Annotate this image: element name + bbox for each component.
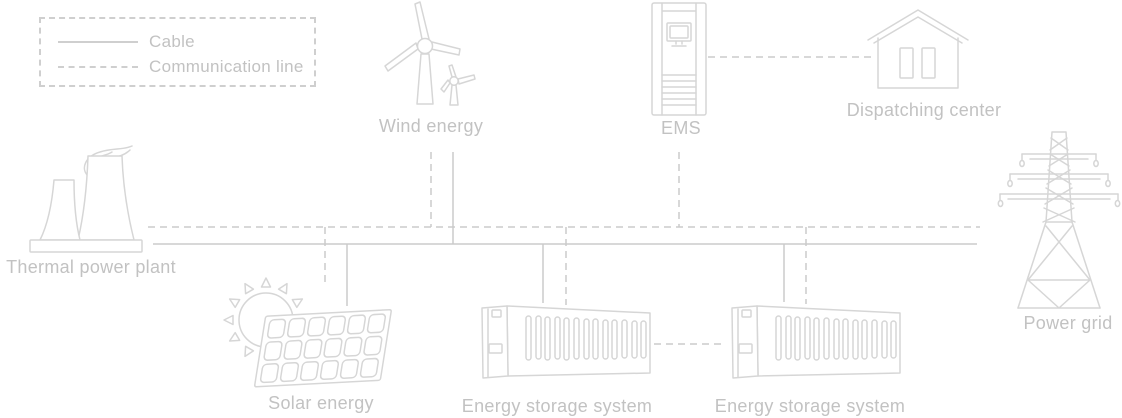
cable-legend-label: Cable bbox=[149, 31, 195, 51]
legend-row-cable: Cable bbox=[41, 29, 314, 54]
energy-storage-system-2-label: Energy storage system bbox=[714, 396, 906, 416]
power-grid-icon bbox=[997, 131, 1121, 309]
wind-energy-icon bbox=[384, 1, 476, 106]
cable-line-sample bbox=[58, 40, 138, 43]
connection-lines bbox=[148, 56, 980, 345]
wind-energy-label: Wind energy bbox=[378, 116, 484, 136]
solar-energy-label: Solar energy bbox=[268, 393, 374, 413]
dispatching-center-icon bbox=[867, 9, 969, 89]
power-grid-label: Power grid bbox=[1023, 313, 1113, 333]
thermal-power-plant-icon bbox=[29, 145, 143, 253]
ems-label: EMS bbox=[661, 118, 701, 138]
energy-storage-system-1-icon bbox=[481, 305, 651, 379]
energy-storage-system-2-icon bbox=[731, 305, 901, 379]
communication-legend-label: Communication line bbox=[149, 56, 304, 76]
communication-line-sample bbox=[58, 65, 138, 68]
legend-box: Cable Communication line bbox=[39, 17, 316, 87]
ems-icon bbox=[651, 2, 707, 116]
solar-panel-icon bbox=[253, 308, 392, 388]
solar-energy-icon bbox=[223, 277, 392, 388]
dispatching-center-label: Dispatching center bbox=[846, 100, 1002, 120]
thermal-power-plant-label: Thermal power plant bbox=[6, 257, 176, 277]
legend-row-communication: Communication line bbox=[41, 54, 314, 79]
energy-storage-system-1-label: Energy storage system bbox=[461, 396, 653, 416]
